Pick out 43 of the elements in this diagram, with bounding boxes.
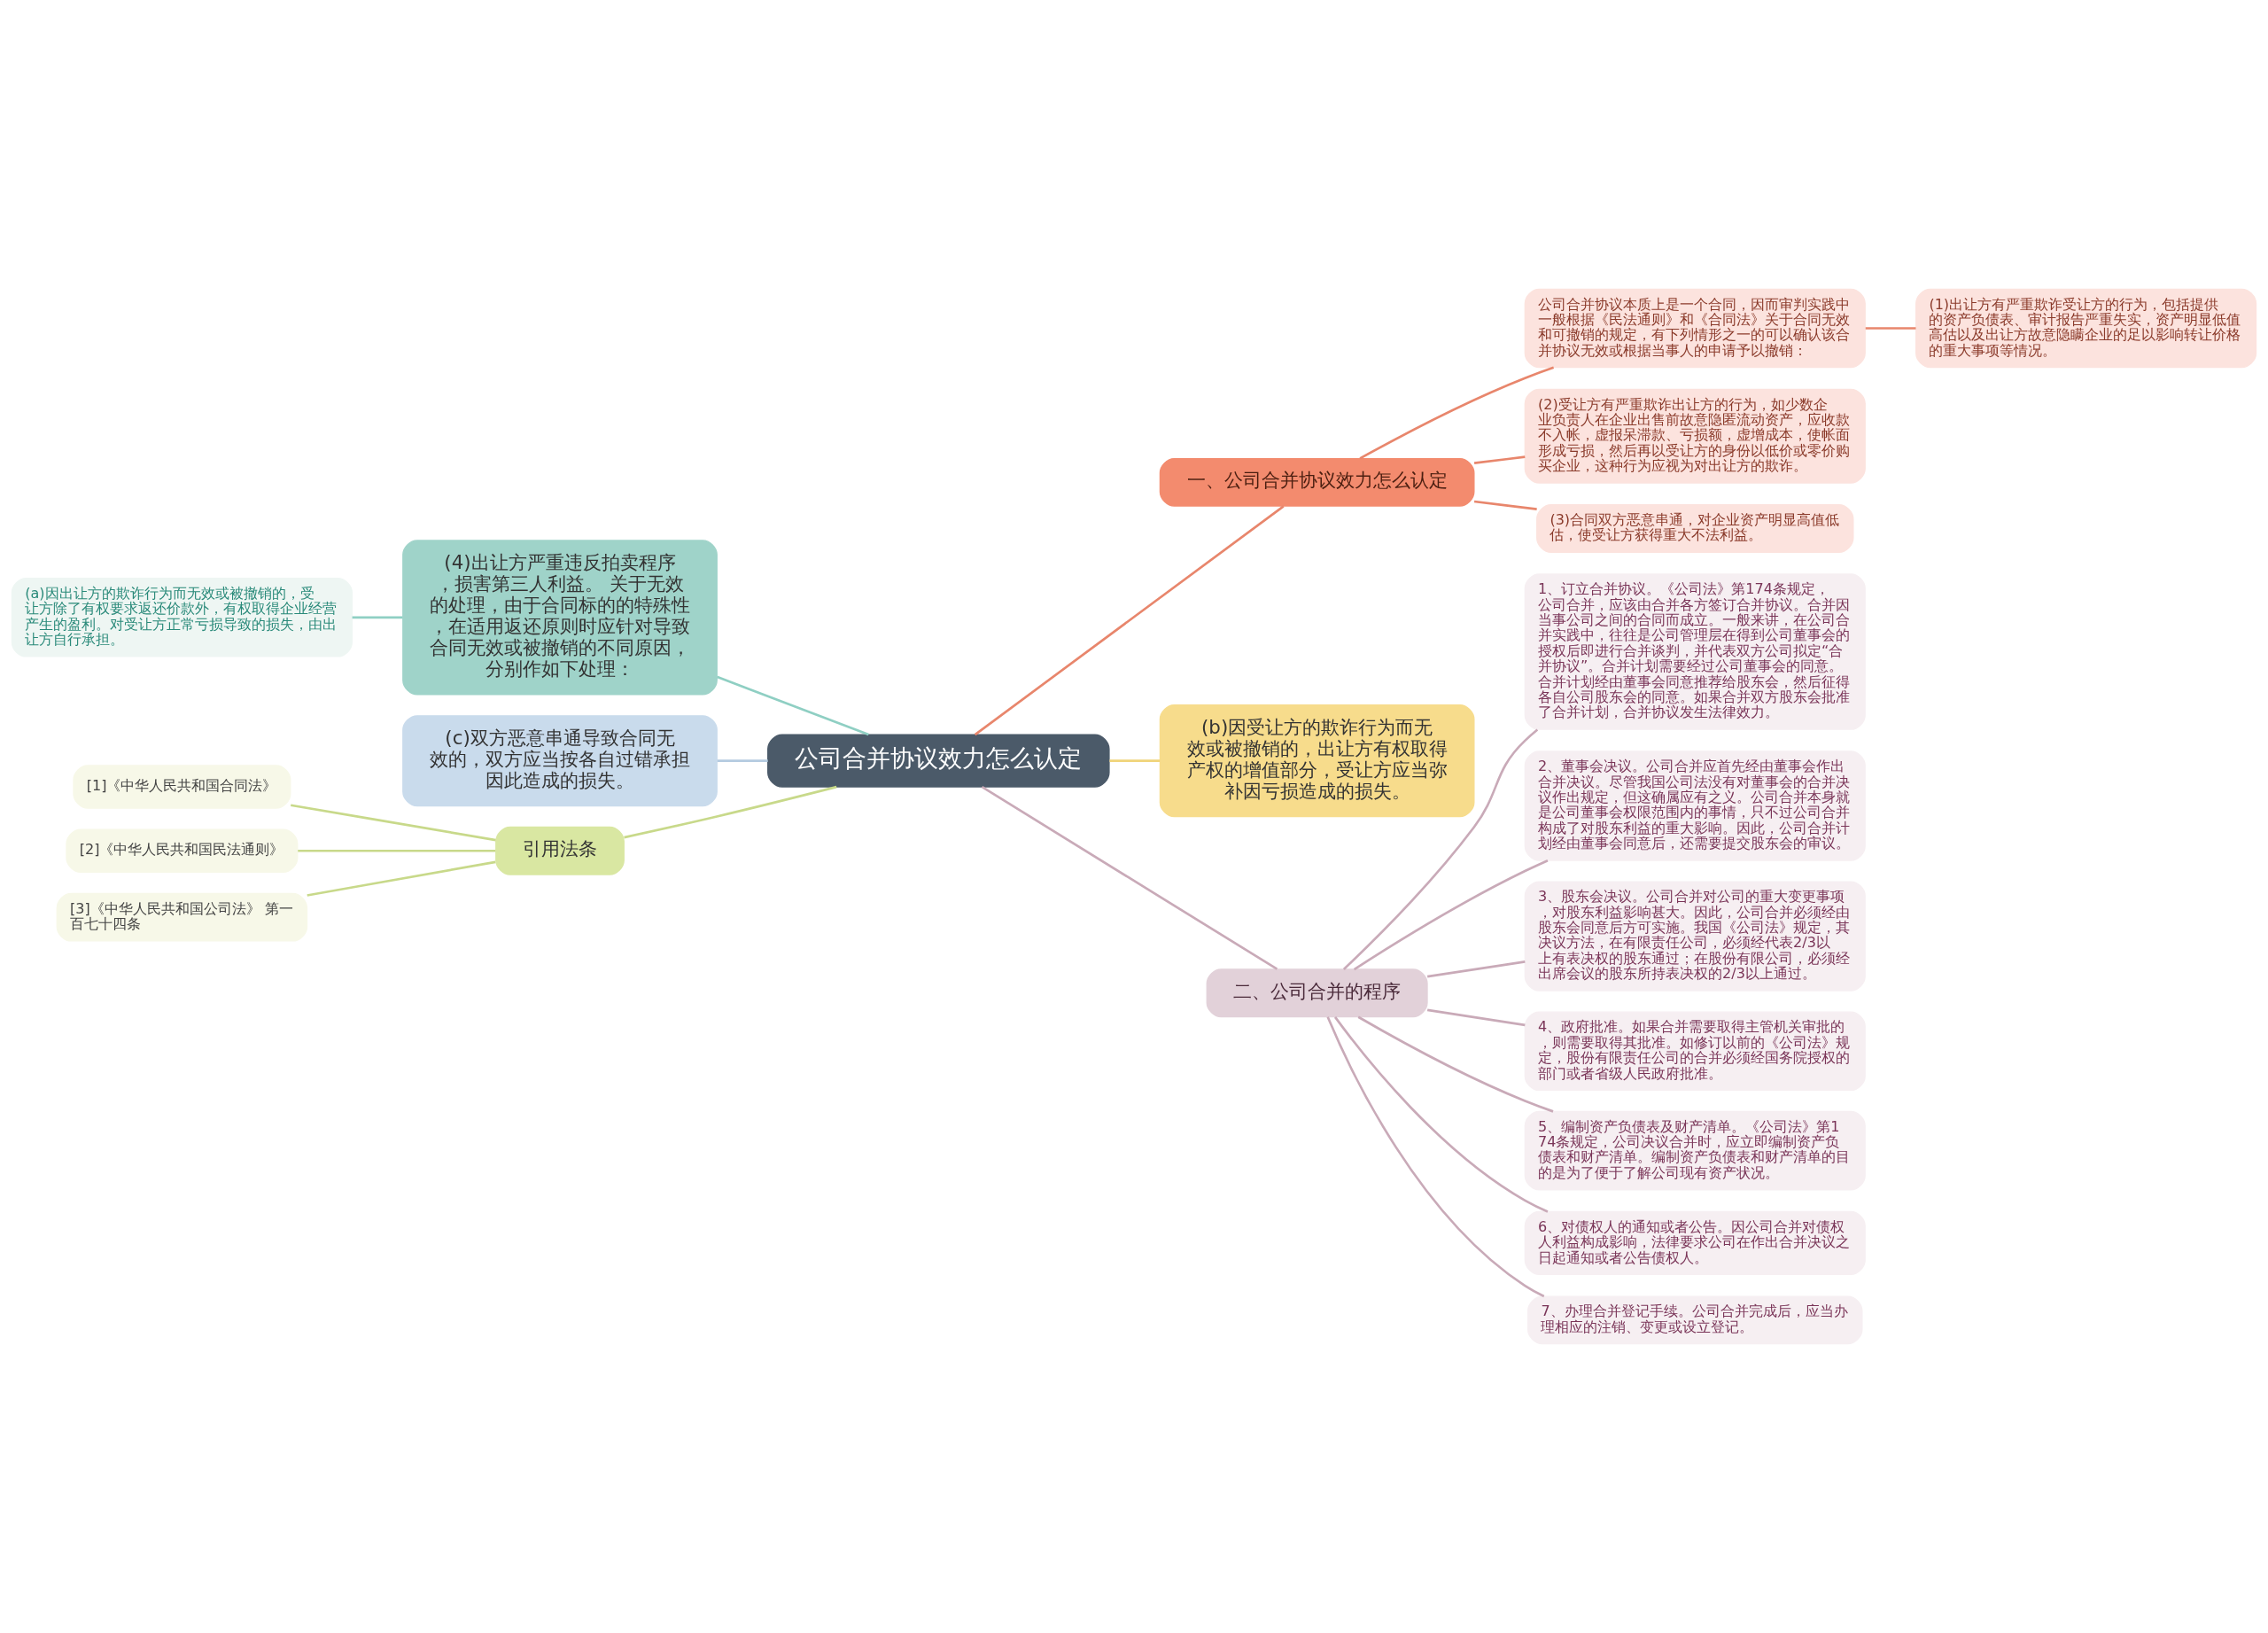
connector	[291, 804, 496, 842]
connector	[1342, 728, 1539, 970]
node-box: (c)双方恶意串通导致合同无效的，双方应当按各自过错承担因此造成的损失。	[402, 715, 718, 807]
node-box: 1、订立合并协议。《公司法》第174条规定，公司合并，应该由合并各方签订合并协议。合并因当事公司之间的合同而成立。一般来讲，在公司合并实践中，往往是公司管理层在得到公司董事会的授权后即进行合并谈判，并代表双方公司拟定“合并协议”。合并计划需要经过公司董事会的同意。合并计划经由董事会同意推荐给股东会，然后征得各自公司股东会的同意。如果合并双方股东会批准了合并计划，合并协议发生法律效力。	[1524, 573, 1866, 730]
connector	[717, 675, 869, 736]
connector	[1473, 500, 1537, 510]
connector	[1426, 960, 1526, 978]
node-box: 4、政府批准。如果合并需要取得主管机关审批的，则需要取得其批准。如修订以前的《公司法》规定，股份有限责任公司的合并必须经国务院授权的部门或者省级人民政府批准。	[1524, 1011, 1866, 1092]
connector	[1426, 1008, 1526, 1027]
connector	[974, 505, 1285, 736]
connector	[1473, 455, 1526, 464]
node-box: 6、对债权人的通知或者公告。因公司合并对债权人利益构成影响，法律要求公司在作出合并决议之日起通知或者公告债权人。	[1524, 1210, 1866, 1276]
node-box: [3]《中华人民共和国公司法》 第一百七十四条	[56, 892, 308, 942]
node-box: 3、股东会决议。公司合并对公司的重大变更事项，对股东利益影响甚大。因此，公司合并必须经由股东会同意后方可实施。我国《公司法》规定，其决议方法，在有限责任公司，必须经代表2/3以上有表决权的股东通过；在股份有限公司，必须经出席会议的股东所持表决权的2/3以上通过。	[1524, 881, 1866, 991]
connector	[624, 785, 837, 839]
connector	[307, 860, 496, 897]
connector	[1109, 759, 1161, 762]
connector	[352, 616, 403, 619]
node-box: [2]《中华人民共和国民法通则》	[66, 828, 299, 874]
node-box: 二、公司合并的程序	[1206, 968, 1428, 1018]
node-box: (a)因出让方的欺诈行为而无效或被撤销的，受让方除了有权要求返还价款外，有权取得企业经营产生的盈利。对受让方正常亏损导致的损失，由出让方自行承担。	[11, 578, 353, 657]
connector	[1353, 859, 1549, 971]
connector	[1357, 1015, 1554, 1113]
connector	[298, 849, 496, 852]
node-box: (b)因受让方的欺诈行为而无效或被撤销的，出让方有权取得产权的增值部分，受让方应当弥补因亏损造成的损失。	[1159, 704, 1475, 818]
node-box: 公司合并协议本质上是一个合同，因而审判实践中一般根据《民法通则》和《合同法》关于合同无效和可撤销的规定，有下列情形之一的可以确认该合并协议无效或根据当事人的申请予以撤销：	[1524, 288, 1866, 369]
node-box: 7、办理合并登记手续。公司合并完成后，应当办理相应的注销、变更或设立登记。	[1527, 1295, 1863, 1345]
node-box: 一、公司合并协议效力怎么认定	[1159, 457, 1475, 507]
node-box: 公司合并协议效力怎么认定	[767, 734, 1110, 788]
connector	[981, 786, 1278, 970]
connector	[1333, 1016, 1549, 1213]
connector	[1359, 366, 1555, 460]
node-box: (1)出让方有严重欺诈受让方的行为，包括提供的资产负债表、审计报告严重失实，资产明显低值高估以及出让方故意隐瞒企业的足以影响转让价格的重大事项等情况。	[1915, 288, 2257, 369]
node-box: (4)出让方严重违反拍卖程序，损害第三人利益。 关于无效的处理，由于合同标的的特殊性，在适用返还原则时应针对导致合同无效或被撤销的不同原因，分别作如下处理：	[402, 540, 718, 696]
node-box: 2、董事会决议。公司合并应首先经由董事会作出合并决议。尽管我国公司法没有对董事会的合并决议作出规定，但这确属应有之义。公司合并本身就是公司董事会权限范围内的事情，只不过公司合并构成了对股东利益的重大影响。因此，公司合并计划经由董事会同意后，还需要提交股东会的审议。	[1524, 750, 1866, 861]
connector	[1865, 327, 1916, 330]
node-box: [1]《中华人民共和国合同法》	[73, 765, 291, 809]
node-box: 引用法条	[495, 826, 625, 875]
node-box: (3)合同双方恶意串通，对企业资产明显高值低估，使受让方获得重大不法利益。	[1536, 504, 1854, 553]
connector	[717, 759, 768, 762]
node-box: (2)受让方有严重欺诈出让方的行为，如少数企业负责人在企业出售前故意隐匿流动资产，应收款不入帐，虚报呆滞款、亏损额，虚增成本，使帐面形成亏损，然后再以受让方的身份以低价或零价购买企业，这种行为应视为对出让方的欺诈。	[1524, 388, 1866, 484]
node-box: 5、编制资产负债表及财产清单。《公司法》第174条规定，公司决议合并时，应立即编制资产负债表和财产清单。编制资产负债表和财产清单的目的是为了便于了解公司现有资产状况。	[1524, 1110, 1866, 1191]
connector	[1326, 1016, 1545, 1298]
